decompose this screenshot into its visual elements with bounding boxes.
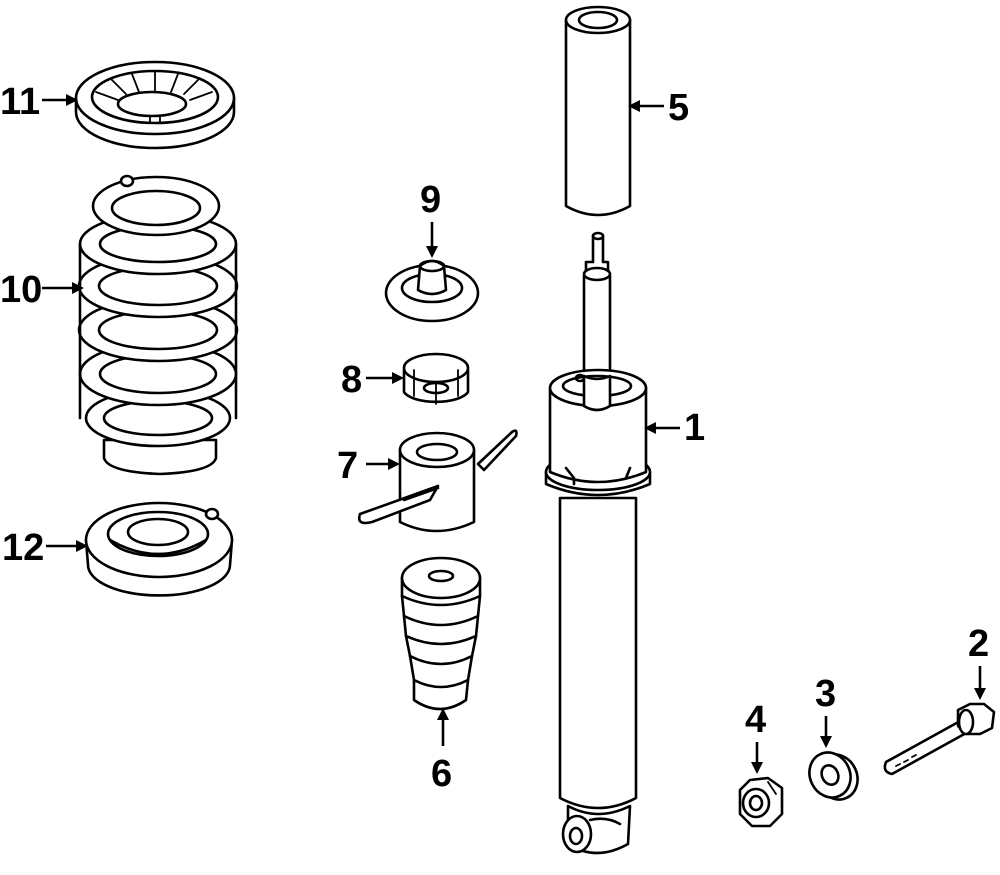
callout-2: 2 <box>968 623 989 665</box>
upper-spring-seat <box>74 60 236 150</box>
callout-4: 4 <box>745 699 766 741</box>
callout-arrows <box>42 94 986 774</box>
coil-spring <box>77 174 239 476</box>
washer <box>808 751 859 801</box>
callout-8: 8 <box>341 359 362 401</box>
upper-bushing <box>402 352 470 405</box>
callout-11: 11 <box>0 81 40 123</box>
dust-cover <box>564 5 632 217</box>
bump-stop <box>400 556 482 711</box>
callout-12: 12 <box>2 527 44 569</box>
callout-1: 1 <box>684 407 705 449</box>
upper-mount-cap <box>384 259 480 323</box>
callout-7: 7 <box>337 445 358 487</box>
lower-spring-seat <box>84 501 234 597</box>
callout-6: 6 <box>431 753 452 795</box>
callout-labels: 1 2 3 4 5 6 7 8 9 10 11 12 <box>0 81 989 795</box>
callout-3: 3 <box>815 673 836 715</box>
nut <box>738 776 784 828</box>
callout-5: 5 <box>668 87 689 129</box>
callout-9: 9 <box>420 179 441 221</box>
bolt <box>883 702 996 776</box>
callout-10: 10 <box>0 269 42 311</box>
bracket <box>357 429 518 533</box>
shock-absorber <box>544 231 652 855</box>
